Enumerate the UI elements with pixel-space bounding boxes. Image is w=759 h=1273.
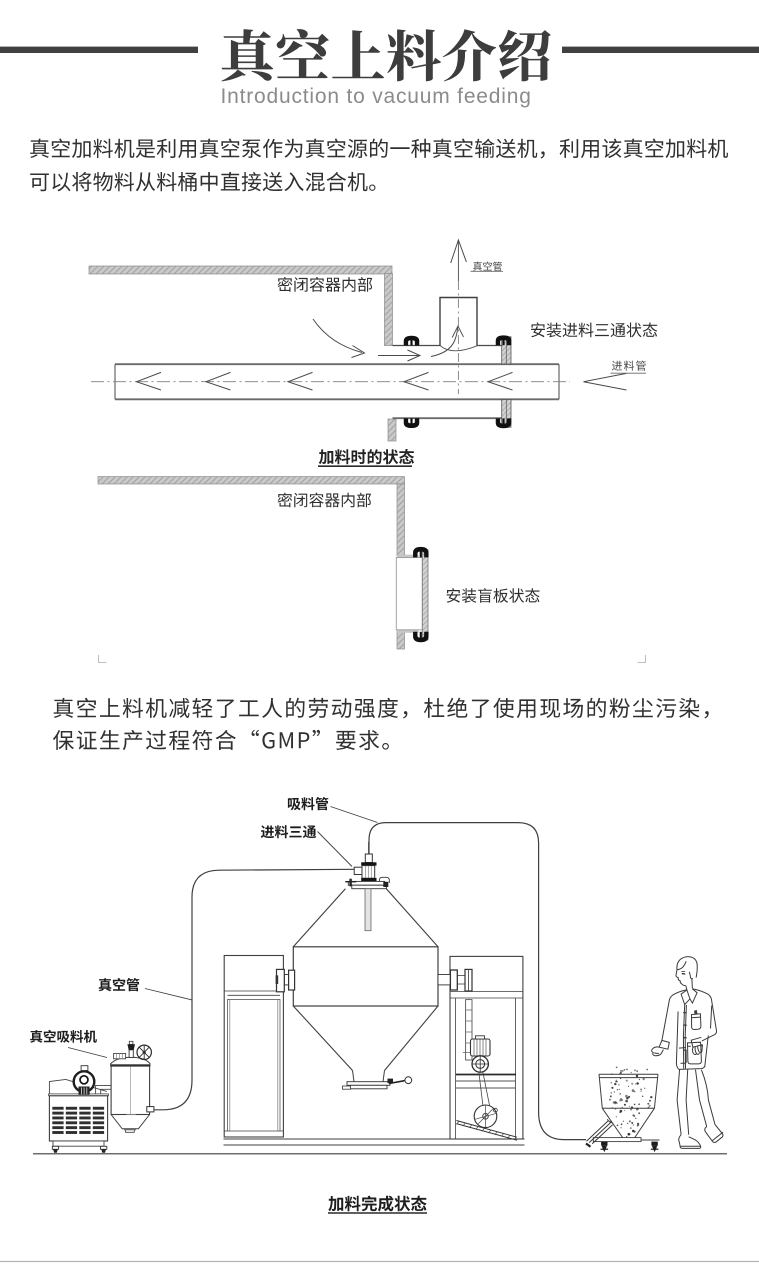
svg-text:Introduction to vacuum feeding: Introduction to vacuum feeding <box>221 85 532 108</box>
